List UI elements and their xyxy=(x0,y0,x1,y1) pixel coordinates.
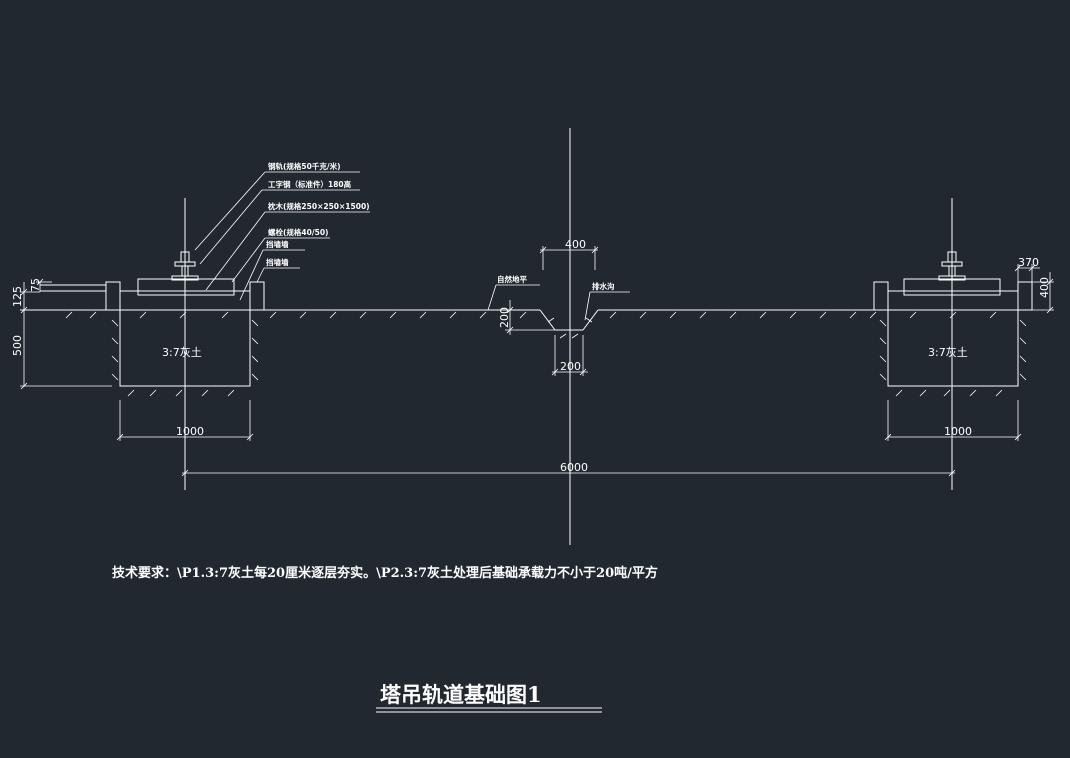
dim-right-width: 1000 xyxy=(944,425,972,438)
dim-right-wall: 370 xyxy=(1018,256,1039,269)
soil-label-left: 3:7灰土 xyxy=(162,345,202,359)
dim-ditch-bottom: 200 xyxy=(560,360,581,373)
dim-ditch-width: 400 xyxy=(565,238,586,251)
right-foundation xyxy=(873,278,1033,387)
callout-retaining-wall: 挡墙墙 xyxy=(266,239,289,249)
callout-bolt: 螺栓(规格40/50) xyxy=(268,227,328,237)
callout-ibeam: 工字钢（标准件）180高 xyxy=(268,179,352,189)
dim-right-wall-h: 400 xyxy=(1038,277,1051,298)
ground-hatch xyxy=(65,311,1027,397)
technical-note: 技术要求：\P1.3:7灰土每20厘米逐层夯实。\P2.3:7灰土处理后基础承载… xyxy=(112,565,658,581)
callout-drain: 排水沟 xyxy=(592,281,615,291)
dim-ditch-depth: 200 xyxy=(498,307,511,328)
callout-block-wall: 挡墙墙 xyxy=(266,257,289,267)
dimension-lines xyxy=(20,246,1054,477)
dim-left-depth: 500 xyxy=(11,335,24,356)
dim-span: 6000 xyxy=(560,461,588,474)
callout-rail: 钢轨(规格50千克/米) xyxy=(268,161,341,171)
dim-left-h125: 125 xyxy=(11,286,24,307)
drawing-title: 塔吊轨道基础图1 xyxy=(380,682,542,707)
title-underline xyxy=(376,707,602,713)
dim-left-width: 1000 xyxy=(176,425,204,438)
callout-leaders xyxy=(194,171,630,321)
soil-label-right: 3:7灰土 xyxy=(928,345,968,359)
left-foundation xyxy=(40,278,265,387)
dim-left-h75: 75 xyxy=(29,278,42,292)
right-rail xyxy=(938,198,966,490)
callout-sleeper: 枕木(规格250×250×1500) xyxy=(268,201,370,211)
callout-natural-ground: 自然地平 xyxy=(497,274,527,284)
left-rail xyxy=(171,198,199,490)
